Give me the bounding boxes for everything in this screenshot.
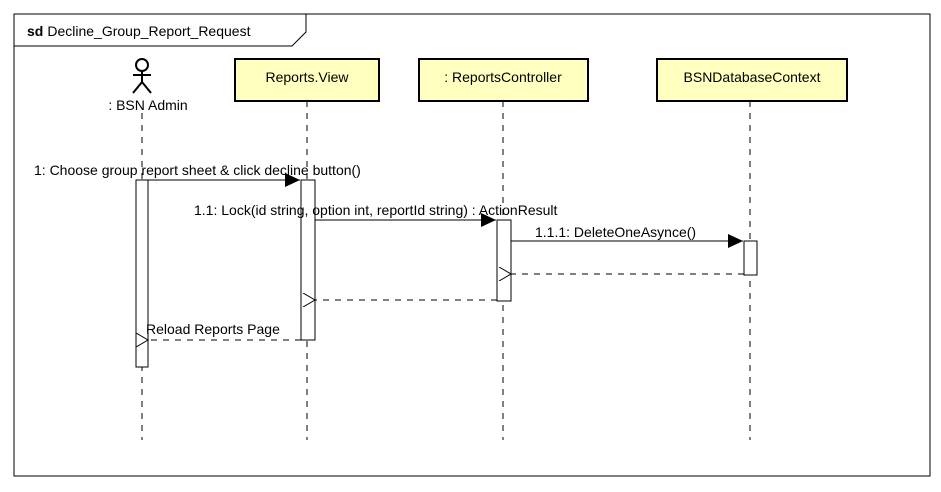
participant-box-view — [234, 58, 380, 102]
participant-label-db: BSNDatabaseContext — [684, 69, 821, 85]
message-label-1: 1: Choose group report sheet & click dec… — [34, 162, 361, 178]
participant-box-db — [656, 58, 848, 102]
participant-controller: : ReportsController — [418, 58, 589, 102]
message-1: 1: Choose group report sheet & click dec… — [34, 162, 361, 187]
message-2: 1.1: Lock(id string, option int, reportI… — [194, 202, 558, 227]
frame-keyword: sd — [27, 23, 43, 39]
activation-db — [743, 240, 758, 276]
message-label-2: 1.1: Lock(id string, option int, reportI… — [194, 202, 558, 218]
frame-name: Decline_Group_Report_Request — [47, 23, 250, 39]
participant-label-view: Reports.View — [265, 69, 349, 85]
frame-title-tab — [14, 14, 307, 47]
activation-admin — [135, 179, 149, 368]
participant-view: Reports.View — [234, 58, 380, 102]
activation-controller — [496, 219, 512, 302]
participant-label-admin: : BSN Admin — [108, 97, 187, 113]
participant-box-controller — [418, 58, 589, 102]
message-label-3: 1.1.1: DeleteOneAsynce() — [535, 224, 696, 240]
message-label-6: Reload Reports Page — [146, 321, 280, 337]
frame-border — [13, 13, 931, 477]
participant-label-controller: : ReportsController — [444, 69, 562, 85]
stick-figure-icon — [132, 58, 152, 94]
message-6: Reload Reports Page — [146, 321, 301, 340]
participant-db: BSNDatabaseContext — [656, 58, 848, 102]
actor-admin: : BSN Admin — [108, 58, 188, 113]
message-3: 1.1.1: DeleteOneAsynce() — [511, 224, 743, 248]
